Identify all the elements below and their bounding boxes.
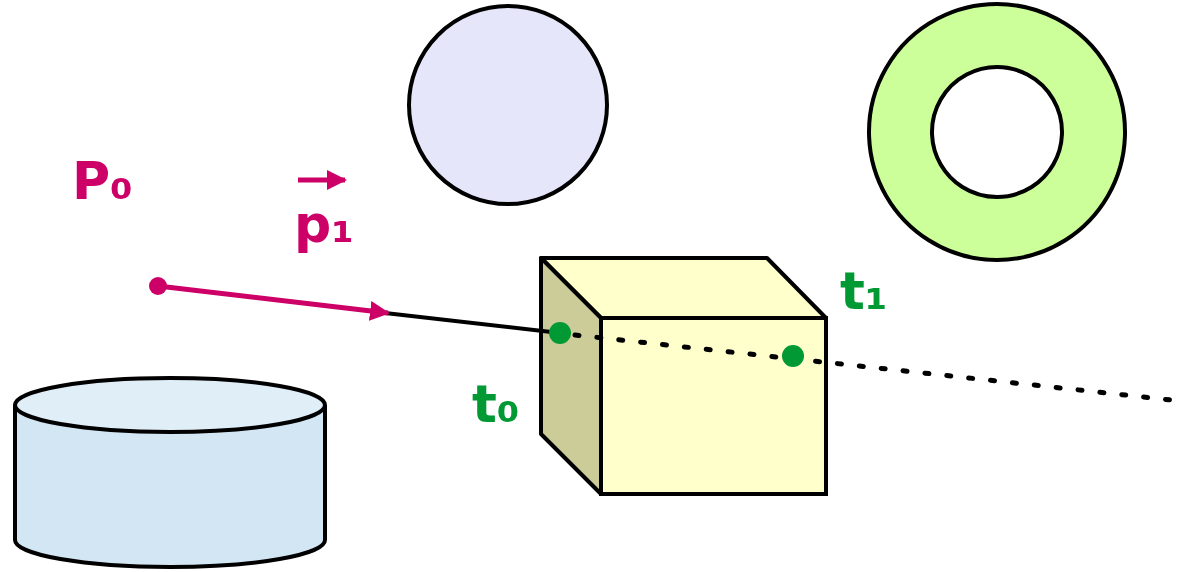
sphere: [409, 6, 607, 204]
hit-point: [549, 322, 571, 344]
torus: [869, 4, 1125, 260]
vector-label: p₁: [294, 198, 354, 250]
ray-segment: [385, 313, 560, 333]
vector-arrow: [298, 178, 345, 183]
direction-vector: [158, 286, 388, 313]
exit-label: t₁: [840, 265, 888, 317]
hit-point: [782, 345, 804, 367]
cube-side: [541, 258, 601, 494]
origin-point: [149, 277, 167, 295]
cube-front: [601, 318, 826, 494]
origin-label: P₀: [72, 155, 133, 207]
entry-label: t₀: [472, 378, 520, 430]
cylinder-top: [15, 378, 325, 432]
ray-dotted: [575, 335, 1180, 401]
